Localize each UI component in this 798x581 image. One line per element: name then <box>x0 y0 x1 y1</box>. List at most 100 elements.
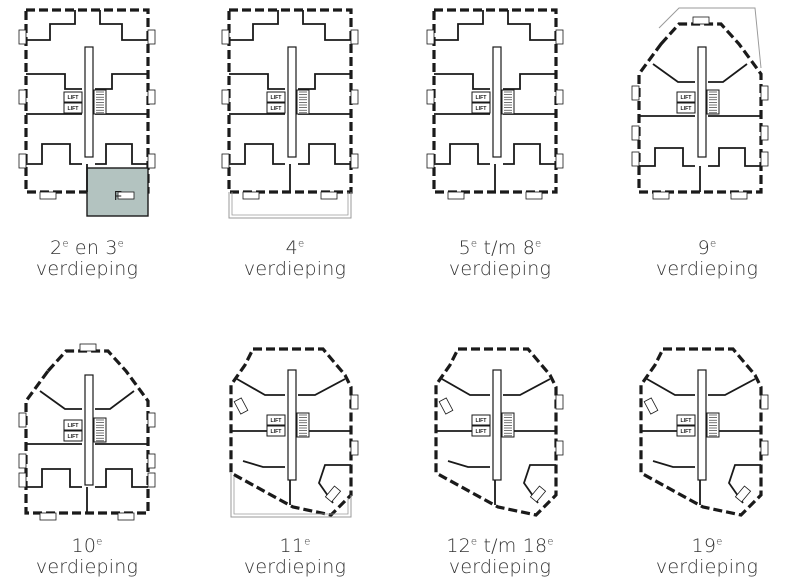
interior-wall <box>507 10 556 41</box>
interior-wall <box>298 73 351 90</box>
window-bay <box>555 29 564 45</box>
interior-wall <box>652 63 695 83</box>
window-bay <box>350 440 359 456</box>
lift-box <box>266 91 286 103</box>
interior-wall <box>503 73 556 90</box>
window-bay <box>426 89 435 105</box>
corridor <box>492 369 502 481</box>
interior-wall <box>503 378 551 396</box>
balcony-outline <box>230 473 352 518</box>
window-bay <box>117 512 135 521</box>
interior-wall <box>434 73 490 90</box>
interior-wall <box>95 468 148 488</box>
window-bay <box>320 191 338 200</box>
window-bay <box>529 485 547 503</box>
window-bay <box>18 29 27 45</box>
caption-floor-2-3: 2e en 3e verdieping <box>2 238 172 280</box>
lift-box <box>471 91 491 103</box>
caption-floor-10: 10e verdieping <box>2 536 172 578</box>
unit-f-label: F <box>114 188 122 203</box>
lift-label: LIFT <box>68 423 80 429</box>
lift-label: LIFT <box>476 95 488 101</box>
facade-wall <box>229 347 353 517</box>
balcony-outline <box>233 477 349 515</box>
balcony-outline <box>231 192 349 216</box>
caption-floor-4: 4e verdieping <box>210 238 380 280</box>
caption-floor-19: 19e verdieping <box>622 536 792 578</box>
caption-floor-12-18: 12e t/m 18e verdieping <box>415 536 585 578</box>
window-bay <box>555 89 564 105</box>
interior-wall <box>447 460 490 468</box>
caption-label: verdieping <box>448 258 552 280</box>
lift-label: LIFT <box>476 106 488 112</box>
window-bay <box>555 394 564 410</box>
plan-floor-5-8[interactable]: LIFT LIFT <box>426 4 564 226</box>
interior-wall <box>441 378 490 396</box>
lift-box <box>676 91 696 103</box>
corridor <box>84 46 94 158</box>
interior-wall <box>26 468 82 488</box>
interior-wall <box>639 147 695 167</box>
window-bay <box>760 85 769 101</box>
lift-box <box>676 414 696 426</box>
lift-box <box>266 425 286 437</box>
stairwell <box>296 412 310 438</box>
lift-box <box>63 419 83 431</box>
window-bay <box>350 394 359 410</box>
caption-label: verdieping <box>243 258 347 280</box>
lift-box <box>471 414 491 426</box>
window-bay <box>760 151 769 167</box>
lift-label: LIFT <box>68 95 80 101</box>
facade-wall <box>432 8 558 194</box>
window-bay <box>147 153 156 169</box>
facade-wall <box>434 347 558 517</box>
lift-label: LIFT <box>681 95 693 101</box>
interior-wall <box>646 378 695 396</box>
interior-wall <box>728 464 761 504</box>
window-bay <box>555 153 564 169</box>
interior-wall <box>236 378 285 396</box>
interior-wall <box>242 460 285 468</box>
window-bay <box>147 453 156 469</box>
lift-label: LIFT <box>271 106 283 112</box>
lift-box <box>471 102 491 114</box>
lift-box <box>676 425 696 437</box>
interior-wall <box>708 378 756 396</box>
window-bay <box>350 89 359 105</box>
window-bay <box>18 453 27 469</box>
interior-wall <box>302 10 351 41</box>
caption-label: verdieping <box>35 556 139 578</box>
caption-title: 19e <box>691 535 723 557</box>
window-bay <box>233 397 249 415</box>
interior-wall <box>26 10 76 41</box>
stairwell <box>93 417 107 443</box>
interior-wall <box>95 73 148 90</box>
window-bay <box>79 343 97 352</box>
interior-wall <box>298 143 351 165</box>
caption-label: verdieping <box>243 556 347 578</box>
window-bay <box>426 29 435 45</box>
window-bay <box>221 29 230 45</box>
caption-floor-11: 11e verdieping <box>210 536 380 578</box>
corridor <box>84 374 94 486</box>
corridor <box>287 369 297 481</box>
interior-wall <box>26 143 82 165</box>
window-bay <box>631 151 640 167</box>
window-bay <box>760 125 769 141</box>
caption-title: 12e t/m 18e <box>446 535 554 557</box>
interior-wall <box>95 143 148 165</box>
corridor <box>697 369 707 481</box>
lift-label: LIFT <box>271 429 283 435</box>
lift-label: LIFT <box>476 418 488 424</box>
